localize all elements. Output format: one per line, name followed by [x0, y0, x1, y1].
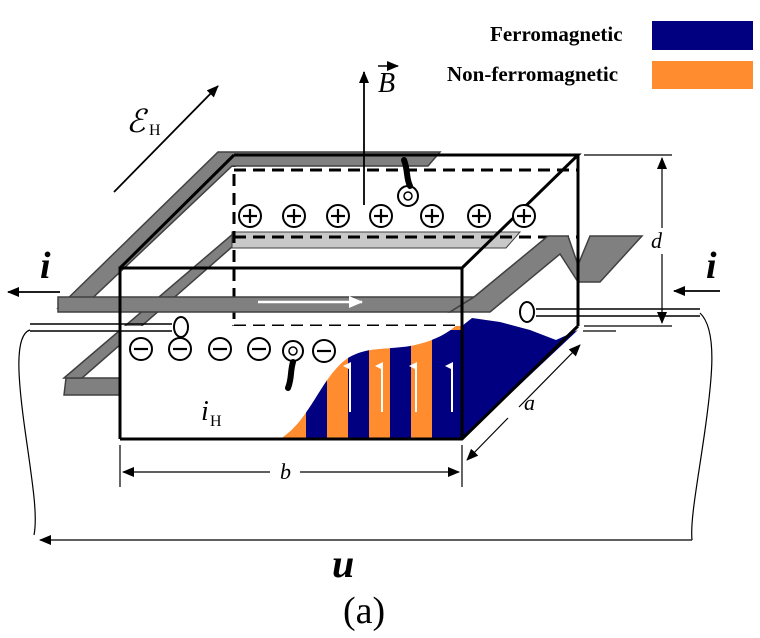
bottom-contact [282, 340, 304, 391]
dimension-b-label: b [280, 459, 291, 484]
negative-charge [168, 337, 192, 361]
legend-ferromagnetic-swatch [652, 21, 753, 50]
current-label-right: i [706, 245, 717, 287]
negative-charge [129, 337, 153, 361]
voltage-label: u [332, 541, 354, 586]
left-current-contact [173, 316, 189, 338]
voltage-circuit [18, 312, 713, 545]
specimen-fill [120, 318, 578, 439]
current-leads [30, 301, 700, 338]
dimension-a-label: a [524, 390, 535, 415]
positive-charge [420, 204, 444, 228]
hall-emf-symbol: ℰ [126, 103, 149, 139]
specimen-box-edges [118, 153, 582, 441]
negative-charge [312, 339, 336, 363]
positive-charge [238, 204, 262, 228]
magnetization-arrows [343, 362, 453, 412]
hall-emf-arrow [113, 85, 219, 193]
dimension-d: d [584, 154, 672, 327]
legend-nonferromagnetic-swatch [652, 61, 753, 89]
positive-charge [512, 204, 536, 228]
legend: Ferromagnetic Non-ferromagnetic [447, 21, 753, 89]
legend-nonferromagnetic-label: Non-ferromagnetic [447, 62, 618, 86]
dimension-b: b [119, 445, 463, 487]
dimension-d-label: d [651, 228, 663, 253]
right-current-contact [519, 301, 535, 323]
hall-emf-subscript: H [149, 122, 161, 139]
hall-contacts [282, 157, 419, 391]
current-label-left: i [40, 245, 51, 287]
legend-ferromagnetic-label: Ferromagnetic [490, 22, 623, 46]
figure-caption: (a) [343, 590, 385, 632]
hall-current-subscript: H [210, 413, 222, 430]
hall-coil-upper [56, 151, 644, 313]
dimension-a: a [466, 330, 616, 461]
positive-charges [238, 204, 536, 228]
positive-charge [369, 204, 393, 228]
positive-charge [282, 204, 306, 228]
positive-charge [467, 204, 491, 228]
hall-current-symbol: i [201, 396, 209, 427]
negative-charge [247, 337, 271, 361]
top-contact [397, 157, 419, 207]
b-field-label: B [378, 68, 395, 99]
negative-charge [208, 337, 232, 361]
positive-charge [326, 204, 350, 228]
negative-charges [129, 337, 336, 363]
